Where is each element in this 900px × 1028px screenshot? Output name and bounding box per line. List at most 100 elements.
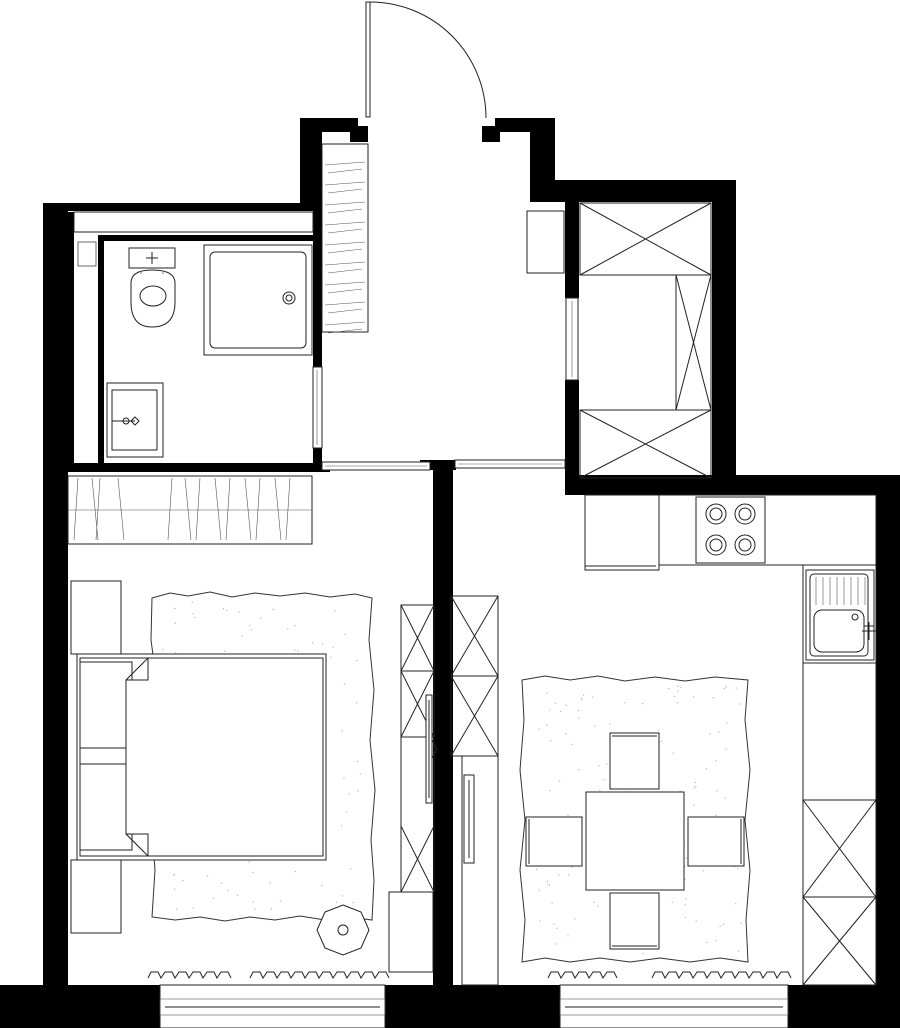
- rug-texture-dot: [624, 702, 626, 704]
- rug-texture-dot: [593, 901, 595, 904]
- rug-texture-dot: [715, 939, 718, 942]
- rug-texture-dot: [597, 905, 599, 907]
- rug-texture-dot: [685, 898, 687, 900]
- nightstand-top: [70, 580, 122, 655]
- rug-texture-dot: [272, 608, 275, 611]
- rug-texture-dot: [260, 617, 262, 619]
- rug-texture-dot: [695, 920, 697, 922]
- hanger-line: [327, 208, 363, 214]
- rug-texture-dot: [287, 628, 289, 630]
- sliding-doors: [312, 297, 579, 471]
- rug-texture-dot: [192, 906, 195, 909]
- rug-texture-dot: [548, 884, 551, 886]
- rug-texture-dot: [676, 702, 678, 704]
- hall-wardrobe: [321, 143, 369, 333]
- hanger-line: [184, 477, 192, 541]
- kitchen-shelf: [461, 755, 499, 986]
- rug-texture-dot: [737, 950, 740, 952]
- counter-fridge-area: [584, 494, 660, 571]
- rug-texture-dot: [279, 900, 282, 902]
- rug-texture-dot: [559, 710, 562, 712]
- rug-texture-dot: [355, 702, 358, 704]
- rug-texture-dot: [680, 686, 682, 689]
- rug-texture-dot: [684, 916, 687, 919]
- hanger-line: [214, 477, 222, 541]
- rug-texture-dot: [677, 685, 679, 688]
- rug-texture-dot: [345, 811, 348, 813]
- rug-texture-dot: [206, 875, 209, 877]
- hanger-line: [274, 477, 282, 541]
- rug-texture-dot: [657, 729, 660, 731]
- rug-texture-dot: [672, 752, 675, 755]
- rug-texture-dot: [712, 697, 714, 699]
- rug-texture-dot: [356, 760, 359, 763]
- hanger-line: [91, 477, 99, 541]
- rug-texture-dot: [740, 922, 742, 924]
- rug-texture-dot: [577, 768, 580, 771]
- pillow-top: [79, 661, 133, 749]
- hanger-line: [324, 161, 366, 166]
- cooktop: [695, 496, 766, 564]
- rug-texture-dot: [220, 882, 223, 885]
- counter-top: [658, 494, 877, 566]
- rug-texture-dot: [685, 857, 687, 860]
- rug-texture-dot: [677, 690, 679, 692]
- hanger-line: [324, 321, 366, 326]
- rug-texture-dot: [311, 642, 314, 644]
- rug-texture-dot: [574, 918, 576, 920]
- rug-texture-dot: [567, 935, 569, 937]
- rug-texture-dot: [539, 920, 541, 922]
- rug-texture-dot: [568, 874, 570, 876]
- rug-texture-dot: [192, 612, 194, 615]
- hanger-line: [327, 228, 363, 234]
- rug-texture-dot: [294, 649, 296, 651]
- rug-texture-dot: [332, 646, 335, 648]
- hanger-line: [255, 477, 261, 541]
- hanger-line: [327, 308, 363, 314]
- rug-texture-dot: [227, 889, 229, 892]
- rug-texture-dot: [546, 724, 548, 726]
- rug-texture-dot: [175, 908, 178, 910]
- burner-inner: [709, 507, 723, 521]
- rug-texture-dot: [248, 624, 251, 627]
- rug-texture-dot: [671, 901, 674, 904]
- rug-texture-dot: [726, 722, 728, 724]
- hanger-line: [324, 261, 366, 266]
- rug-texture-dot: [321, 884, 323, 887]
- rug-texture-dot: [591, 696, 594, 698]
- rug-texture-dot: [582, 694, 585, 696]
- hanger-line: [324, 281, 366, 286]
- rug-texture-dot: [174, 622, 176, 624]
- burner-inner: [738, 507, 752, 521]
- hanger-line: [195, 477, 201, 541]
- rug-texture-dot: [702, 870, 704, 872]
- rug-texture-dot: [558, 780, 561, 782]
- burner: [734, 503, 756, 525]
- hanger-line: [117, 477, 125, 541]
- rug-texture-dot: [357, 790, 359, 792]
- hanger-line: [324, 301, 366, 306]
- rug-texture-dot: [715, 814, 717, 816]
- hanger-line: [327, 168, 363, 174]
- rug-texture-dot: [173, 888, 176, 890]
- rug-texture-dot: [692, 696, 695, 698]
- hallway: [321, 143, 565, 334]
- rug-texture-dot: [555, 943, 558, 945]
- rug-texture-dot: [641, 702, 644, 705]
- rug-texture-dot: [350, 868, 352, 870]
- rug-texture-dot: [254, 908, 256, 910]
- dining-table: [585, 791, 685, 891]
- closet-cross: [400, 670, 435, 738]
- rug-texture-dot: [673, 695, 676, 698]
- rug-texture-dot: [348, 793, 351, 795]
- rug-texture-dot: [193, 616, 196, 619]
- rug-texture-dot: [343, 683, 346, 685]
- rug-texture-dot: [719, 925, 721, 928]
- hanger-line: [285, 477, 291, 541]
- rug-texture-dot: [599, 789, 601, 791]
- rug-texture-dot: [605, 763, 608, 765]
- rug-texture-dot: [182, 879, 184, 882]
- rug-texture-dot: [667, 687, 670, 690]
- rug-texture-dot: [359, 773, 362, 775]
